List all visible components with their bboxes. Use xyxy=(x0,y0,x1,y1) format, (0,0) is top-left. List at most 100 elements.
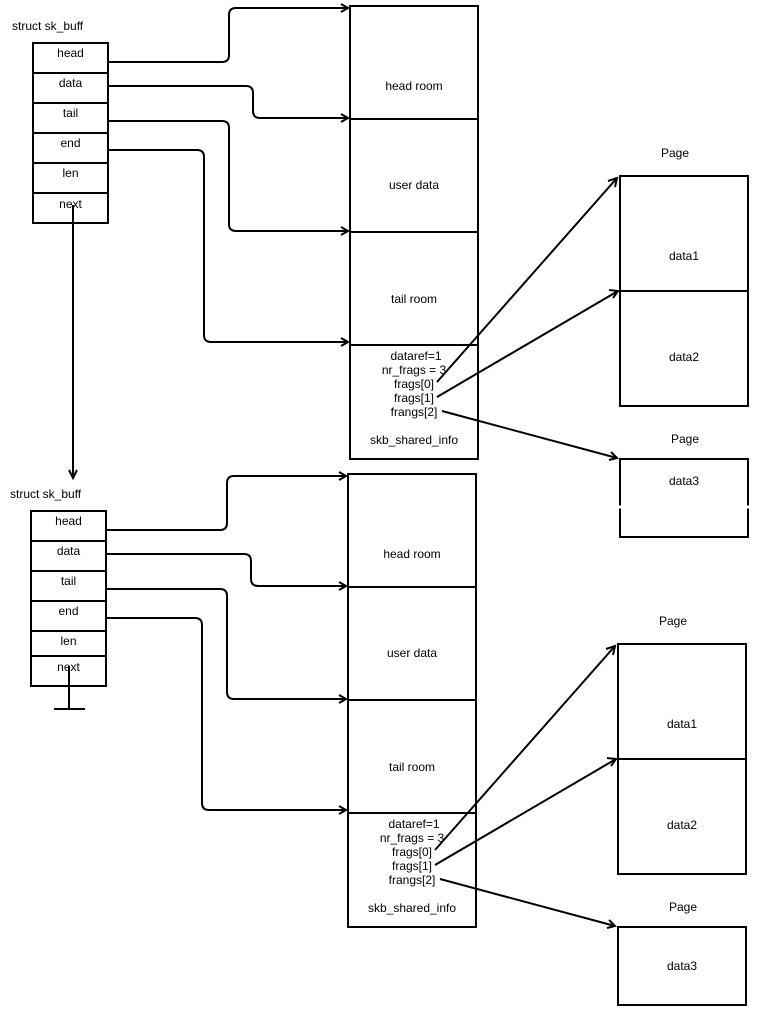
bottom-frags2-arrowhead xyxy=(606,919,617,929)
bottom-head-arrowhead xyxy=(338,471,349,481)
top-tail-room-box xyxy=(349,231,479,346)
top-field-end-box xyxy=(32,132,109,164)
bottom-shinfo-box xyxy=(347,812,477,928)
bottom-field-len: len xyxy=(60,634,76,648)
bottom-field-end-box xyxy=(30,600,107,632)
bottom-frags0-pointer xyxy=(434,645,616,851)
top-data-pointer xyxy=(108,85,348,119)
bottom-field-data: data xyxy=(57,544,81,558)
bottom-page1-title: Page xyxy=(659,614,687,628)
top-page1-data1: data1 xyxy=(669,249,699,263)
bottom-shinfo-label: skb_shared_info xyxy=(368,901,456,915)
bottom-page2: Page data3 xyxy=(617,900,747,1006)
top-field-next-box xyxy=(32,192,109,224)
bottom-page2-title: Page xyxy=(669,900,697,914)
top-user-data-box xyxy=(349,118,479,233)
bottom-page2-data3: data3 xyxy=(667,959,697,973)
bottom-field-head-box xyxy=(30,510,107,542)
bottom-frags2-pointer xyxy=(439,878,616,927)
top-frags2-arrowhead xyxy=(608,451,619,461)
top-page2-box xyxy=(619,458,749,538)
top-page1-data2: data2 xyxy=(669,350,699,364)
top-struct-label: struct sk_buff xyxy=(12,19,84,33)
top-field-head: head xyxy=(57,46,84,60)
top-buffer: head room user data tail room dataref=1 … xyxy=(349,5,479,460)
top-user-data-label: user data xyxy=(389,178,439,192)
top-tail-arrowhead xyxy=(340,226,351,236)
top-page2: Page data3 xyxy=(618,432,750,538)
bottom-page2-box xyxy=(617,926,747,1006)
top-frags0-pointer xyxy=(436,177,618,383)
top-head-room-box xyxy=(349,5,479,120)
bottom-end-pointer xyxy=(106,617,346,811)
bottom-field-end: end xyxy=(58,604,78,618)
bottom-shinfo-frags1: frags[1] xyxy=(392,859,432,873)
bottom-skbuff-group: struct sk_buff head data tail end len ne… xyxy=(10,471,747,1006)
bottom-struct-fields: head data tail end len next xyxy=(30,510,107,687)
bottom-shinfo-frags2: frangs[2] xyxy=(389,873,436,887)
bottom-page1: Page data1 data2 xyxy=(617,614,747,875)
top-shinfo-frags2: frangs[2] xyxy=(391,405,438,419)
top-shinfo-nr-frags: nr_frags = 3 xyxy=(382,363,447,377)
top-field-len: len xyxy=(62,166,78,180)
top-end-pointer xyxy=(108,149,348,343)
top-end-arrowhead xyxy=(340,337,351,347)
bottom-buffer: head room user data tail room dataref=1 … xyxy=(347,473,477,928)
bottom-tail-room-box xyxy=(347,699,477,814)
top-head-pointer xyxy=(108,7,348,63)
bottom-page1-data2-box xyxy=(617,758,747,875)
top-pointers xyxy=(68,3,620,481)
bottom-user-data-box xyxy=(347,586,477,701)
top-tail-room-label: tail room xyxy=(391,292,437,306)
top-data-arrowhead xyxy=(340,113,351,123)
top-shinfo-frags1: frags[1] xyxy=(394,391,434,405)
bottom-field-data-box xyxy=(30,540,107,572)
bottom-frags0-arrowhead xyxy=(605,644,617,656)
top-page1: Page data1 data2 xyxy=(619,146,749,407)
top-head-room-label: head room xyxy=(385,79,442,93)
top-tail-pointer xyxy=(108,120,348,232)
top-frags1-arrowhead xyxy=(608,289,620,299)
top-field-next: next xyxy=(59,197,82,211)
bottom-head-room-label: head room xyxy=(383,547,440,561)
top-shinfo-dataref: dataref=1 xyxy=(390,349,441,363)
bottom-page1-data2: data2 xyxy=(667,818,697,832)
top-page1-data1-box xyxy=(619,175,749,292)
bottom-end-arrowhead xyxy=(338,805,349,815)
bottom-data-arrowhead xyxy=(338,581,349,591)
bottom-page1-data1: data1 xyxy=(667,717,697,731)
bottom-shinfo-frags0: frags[0] xyxy=(392,845,432,859)
bottom-tail-room-label: tail room xyxy=(389,760,435,774)
top-page2-data3: data3 xyxy=(669,474,699,488)
bottom-page1-data1-box xyxy=(617,643,747,760)
bottom-data-pointer xyxy=(106,553,346,587)
bottom-shinfo-dataref: dataref=1 xyxy=(388,817,439,831)
top-head-arrowhead xyxy=(340,3,351,13)
bottom-frags1-pointer xyxy=(434,758,617,866)
bottom-pointers xyxy=(54,471,618,929)
top-frags1-pointer xyxy=(436,290,619,398)
bottom-field-tail: tail xyxy=(61,574,76,588)
bottom-frags1-arrowhead xyxy=(606,757,618,767)
bottom-user-data-label: user data xyxy=(387,646,437,660)
top-field-end: end xyxy=(60,136,80,150)
bottom-field-tail-box xyxy=(30,570,107,602)
bottom-head-pointer xyxy=(106,475,346,531)
bottom-tail-pointer xyxy=(106,588,346,700)
bottom-shinfo-nr-frags: nr_frags = 3 xyxy=(380,831,445,845)
top-struct-fields: head data tail end len next xyxy=(32,42,109,224)
top-frags2-pointer xyxy=(441,410,618,459)
top-next-arrowhead xyxy=(68,469,78,481)
top-page2-title: Page xyxy=(671,432,699,446)
top-skbuff-group: struct sk_buff head data tail end len ne… xyxy=(12,3,750,538)
top-frags0-arrowhead xyxy=(607,176,619,188)
top-field-data: data xyxy=(59,76,83,90)
bottom-field-len-box xyxy=(30,630,107,657)
top-shinfo-frags0: frags[0] xyxy=(394,377,434,391)
top-shinfo-label: skb_shared_info xyxy=(370,433,458,447)
top-page1-data2-box xyxy=(619,290,749,407)
top-field-tail: tail xyxy=(63,106,78,120)
bottom-head-room-box xyxy=(347,473,477,588)
bottom-struct-label: struct sk_buff xyxy=(10,487,82,501)
